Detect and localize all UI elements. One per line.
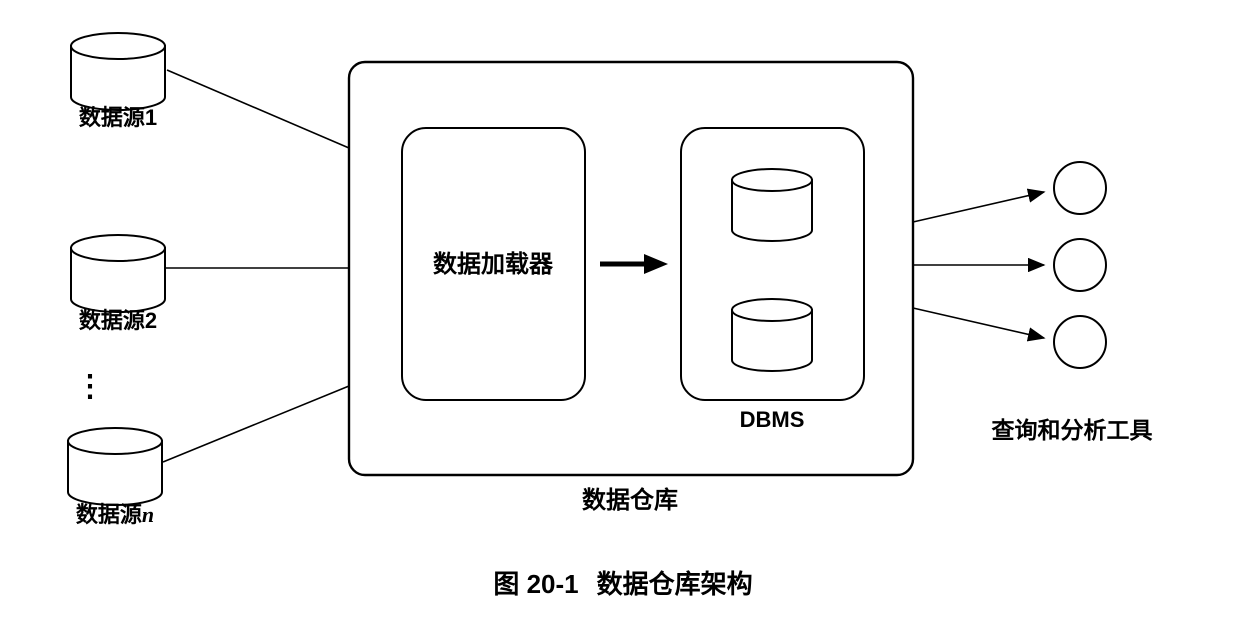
dbms-box <box>680 127 865 401</box>
warehouse-label: 数据仓库 <box>582 487 678 514</box>
sourcen-label-prefix: 数据源 <box>75 502 142 527</box>
arrow-warehouse-tool1 <box>912 188 1046 223</box>
connector-source1-warehouse <box>166 69 350 149</box>
dbms-label: DBMS <box>739 407 805 432</box>
sources-ellipsis: ⋮ <box>75 370 105 403</box>
figure-caption-number: 图 20-1 <box>493 569 579 599</box>
loader-to-dbms-arrow <box>600 254 668 274</box>
tool-circle-2 <box>1053 238 1107 292</box>
dbms-cylinder-top-icon <box>731 168 813 242</box>
dbms-cylinder-bottom-icon <box>731 298 813 372</box>
sourcen-label: 数据源n <box>76 504 154 526</box>
tool-circle-1 <box>1053 161 1107 215</box>
loader-label: 数据加载器 <box>433 251 553 278</box>
connector-sourcen-warehouse <box>162 385 350 463</box>
loader-box <box>401 127 586 401</box>
figure-caption-title: 数据仓库架构 <box>596 569 753 599</box>
source1-label: 数据源1 <box>78 105 158 130</box>
source2-cylinder-icon <box>70 234 166 313</box>
source2-label: 数据源2 <box>78 308 158 333</box>
tool-circle-3 <box>1053 315 1107 369</box>
tools-label: 查询和分析工具 <box>991 417 1153 443</box>
source1-cylinder-icon <box>70 32 166 111</box>
arrow-warehouse-tool3 <box>912 307 1046 342</box>
sourcen-cylinder-icon <box>67 427 163 506</box>
figure-caption: 图 20-1 数据仓库架构 <box>493 564 752 601</box>
sourcen-label-suffix: n <box>141 502 155 527</box>
